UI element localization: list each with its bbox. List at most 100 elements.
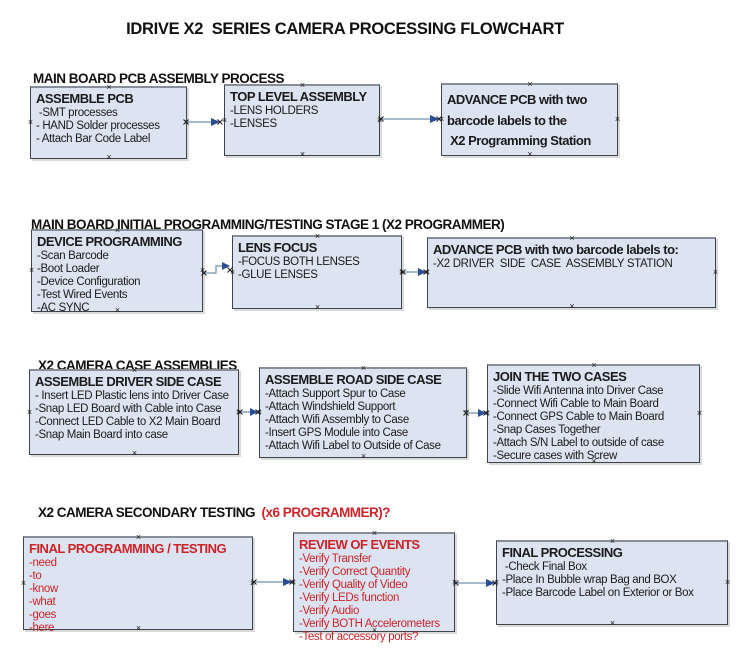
connector-device-programming-to-lens-focus[interactable] (198, 258, 238, 280)
flow-box-advance-pcb-driver-side[interactable]: ADVANCE PCB with two barcode labels to: … (425, 234, 719, 311)
box-line: -Secure cases with Screw (493, 450, 617, 462)
flow-box-assemble-pcb[interactable]: ASSEMBLE PCB -SMT processes - HAND Solde… (27, 83, 189, 162)
connector-driver-side-to-road-side[interactable] (234, 402, 266, 422)
box-line: - Insert LED Plastic lens into Driver Ca… (35, 390, 229, 402)
box-line: -Insert GPS Module into Case (265, 427, 408, 439)
box-line: -Snap LED Board with Cable into Case (35, 403, 222, 415)
box-line: -Test of accessory ports? (299, 631, 419, 643)
selection-handle-icon: × (106, 152, 112, 162)
page-title: IDRIVE X2 SERIES CAMERA PROCESSING FLOWC… (126, 20, 564, 38)
section-header-main-board-pcb: MAIN BOARD PCB ASSEMBLY PROCESS (20, 56, 285, 101)
selection-handle-icon: × (27, 117, 34, 127)
box-line: X2 Programming Station (447, 133, 591, 148)
selection-handle-icon: × (131, 448, 138, 458)
flow-box-final-programming-testing[interactable]: FINAL PROGRAMMING / TESTING -need -to -k… (20, 533, 255, 635)
box-title: FINAL PROCESSING (502, 545, 623, 560)
connector-road-side-to-join-cases[interactable] (460, 403, 494, 423)
selection-handle-icon: × (20, 577, 27, 588)
box-line: -Scan Barcode (37, 250, 109, 262)
box-line: -Attach Wifi Label to Outside of Case (265, 440, 441, 452)
selection-handle-icon: × (569, 301, 575, 311)
box-line: -know (29, 583, 58, 595)
box-title: TOP LEVEL ASSEMBLY (230, 89, 367, 104)
flow-box-review-of-events[interactable]: REVIEW OF EVENTS -Verify Transfer -Verif… (291, 529, 457, 644)
flow-box-join-the-two-cases[interactable]: JOIN THE TWO CASES -Slide Wifi Antenna i… (485, 361, 703, 466)
flow-box-assemble-road-side-case[interactable]: ASSEMBLE ROAD SIDE CASE -Attach Support … (257, 364, 469, 461)
selection-handle-icon: × (614, 114, 621, 124)
box-line: -SMT processes (36, 107, 118, 119)
flow-box-advance-pcb-programming-station[interactable]: ADVANCE PCB with two barcode labels to t… (439, 79, 621, 159)
box-line: -FOCUS BOTH LENSES (238, 256, 360, 268)
box-line: -Check Final Box (502, 561, 587, 573)
box-line: -goes (29, 609, 57, 621)
section-header-text: MAIN BOARD INITIAL PROGRAMMING/TESTING S… (31, 217, 505, 232)
box-line: -Verify Audio (299, 605, 360, 617)
selection-handle-icon: × (724, 577, 731, 587)
box-title: ADVANCE PCB with two (447, 92, 587, 107)
flow-box-lens-focus[interactable]: LENS FOCUS -FOCUS BOTH LENSES -GLUE LENS… (230, 232, 404, 312)
box-line: -need (29, 557, 57, 569)
connector-review-to-final-processing[interactable] (450, 573, 504, 593)
box-line: -Boot Loader (37, 263, 100, 275)
box-title: DEVICE PROGRAMMING (37, 234, 182, 249)
box-line: -LENSES (230, 118, 277, 130)
box-title: JOIN THE TWO CASES (493, 369, 627, 384)
box-line: -Attach Support Spur to Case (265, 388, 406, 400)
selection-handle-icon: × (696, 408, 703, 418)
box-title: FINAL PROGRAMMING / TESTING (29, 541, 227, 556)
box-line: -Attach Wifi Assembly to Case (265, 414, 409, 426)
box-line: -Device Configuration (37, 276, 141, 288)
section-header-secondary-testing: X2 CAMERA SECONDARY TESTING (x6 PROGRAMM… (25, 490, 391, 535)
box-line: -Attach S/N Label to outside of case (493, 437, 664, 449)
selection-handle-icon: × (314, 302, 321, 312)
selection-handle-icon: × (609, 618, 616, 628)
selection-handle-icon: × (527, 149, 533, 159)
box-line: -Test Wired Events (37, 289, 128, 301)
box-line: barcode labels to the (447, 113, 567, 128)
flow-box-top-level-assembly[interactable]: TOP LEVEL ASSEMBLY -LENS HOLDERS -LENSES… (222, 81, 382, 159)
selection-handle-icon: × (299, 149, 306, 159)
section-header-red-text: (x6 PROGRAMMER)? (258, 505, 391, 520)
selection-handle-icon: × (527, 79, 533, 89)
selection-handle-icon: × (712, 267, 719, 277)
box-line: -to (29, 570, 42, 582)
section-header-text: X2 CAMERA SECONDARY TESTING (38, 505, 259, 520)
box-line: -Snap Cases Together (493, 424, 601, 436)
box-title: REVIEW OF EVENTS (299, 537, 420, 552)
selection-handle-icon: × (28, 265, 35, 275)
box-line: -Verify Correct Quantity (299, 566, 411, 578)
box-line: -what (29, 596, 56, 608)
connector-assemble-pcb-to-top-level[interactable] (180, 112, 228, 132)
flow-box-device-programming[interactable]: DEVICE PROGRAMMING -Scan Barcode -Boot L… (28, 226, 205, 315)
box-line: -here (29, 622, 55, 634)
box-line: -Verify Transfer (299, 553, 372, 565)
box-line: -LENS HOLDERS (230, 105, 319, 117)
box-title: ASSEMBLE PCB (36, 91, 134, 106)
box-line: -Snap Main Board into case (35, 429, 168, 441)
box-line: - Attach Bar Code Label (36, 133, 151, 145)
box-title: ASSEMBLE DRIVER SIDE CASE (35, 374, 222, 389)
box-line: -GLUE LENSES (238, 269, 318, 281)
box-line: -Place Barcode Label on Exterior or Box (502, 587, 694, 599)
connector-top-level-to-advance-pcb[interactable] (375, 109, 447, 129)
section-header-initial-programming: MAIN BOARD INITIAL PROGRAMMING/TESTING S… (18, 202, 505, 247)
box-title: LENS FOCUS (238, 240, 317, 255)
box-line: -Connect GPS Cable to Main Board (493, 411, 664, 423)
box-line: -Slide Wifi Antenna into Driver Case (493, 385, 664, 397)
box-line: -Place In Bubble wrap Bag and BOX (502, 574, 677, 586)
box-line: -Connect LED Cable to X2 Main Board (35, 416, 221, 428)
box-line: -Verify BOTH Accelerometers (299, 618, 440, 630)
box-line: -Verify LEDs function (299, 592, 400, 604)
box-line: -Attach Windshield Support (265, 401, 396, 413)
connector-final-programming-to-review[interactable] (248, 572, 300, 592)
box-title: ASSEMBLE ROAD SIDE CASE (265, 372, 442, 387)
selection-handle-icon: × (360, 451, 367, 461)
connector-lens-focus-to-advance-pcb[interactable] (397, 262, 433, 282)
box-line: -Connect Wifi Cable to Main Board (493, 398, 659, 410)
flow-box-final-processing[interactable]: FINAL PROCESSING -Check Final Box -Place… (494, 537, 731, 628)
selection-handle-icon: × (26, 406, 33, 417)
flow-box-assemble-driver-side-case[interactable]: ASSEMBLE DRIVER SIDE CASE - Insert LED P… (26, 366, 241, 458)
box-line: - HAND Solder processes (36, 120, 160, 132)
box-line: -Verify Quality of Video (299, 579, 408, 591)
